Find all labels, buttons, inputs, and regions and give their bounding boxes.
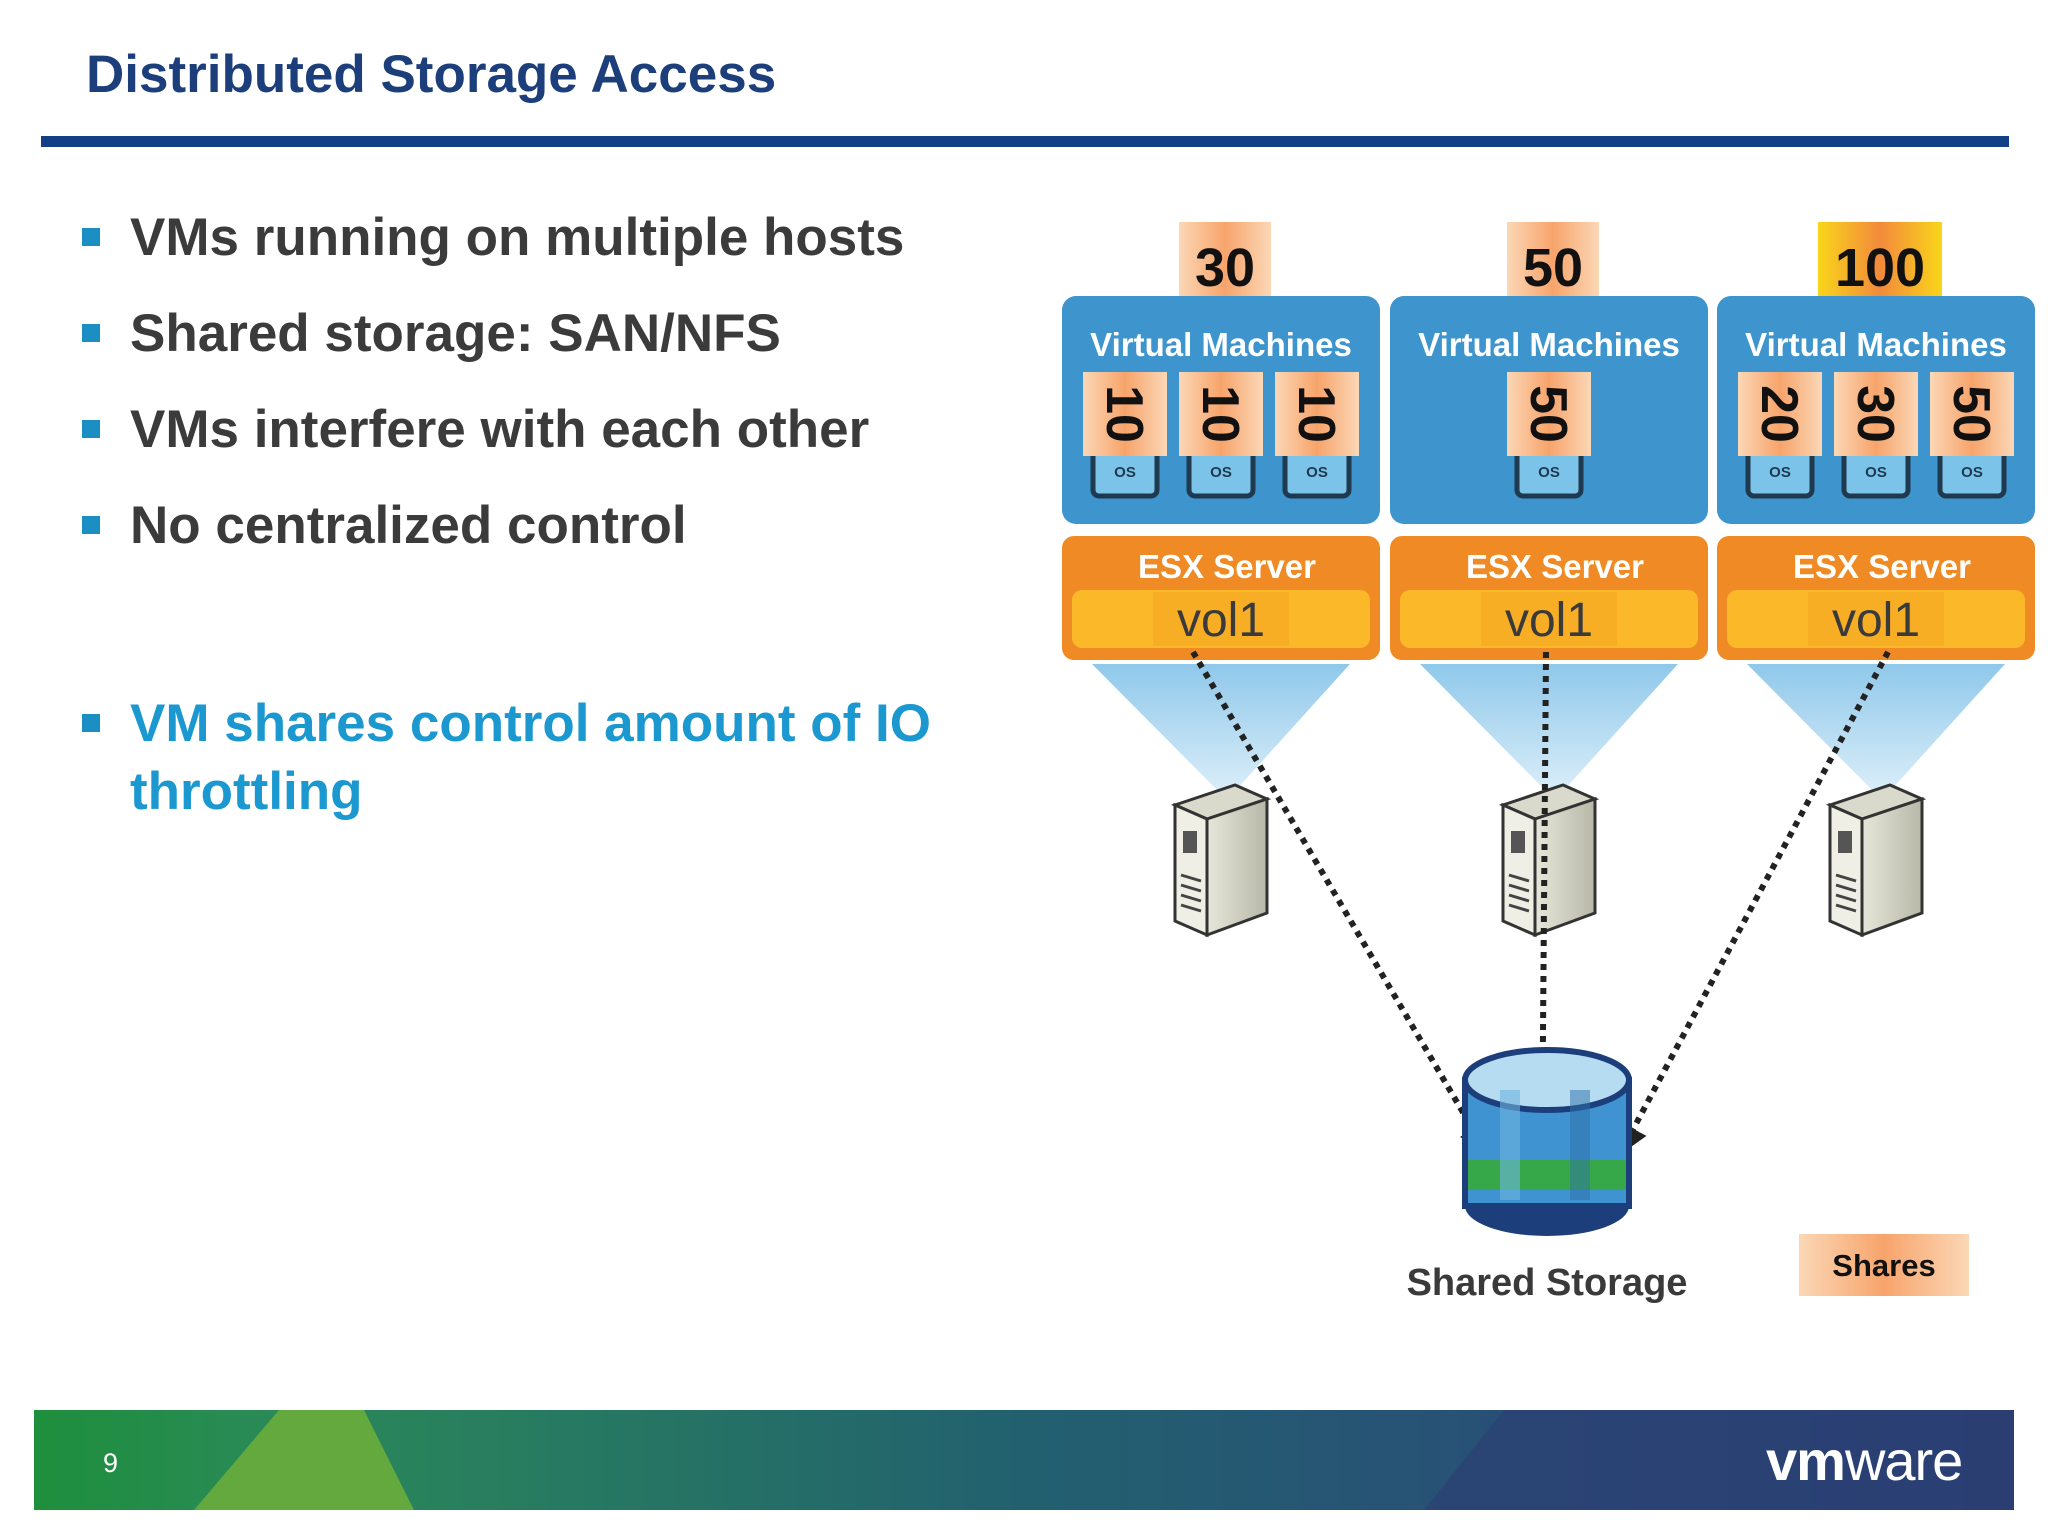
vm-panel-label: Virtual Machines xyxy=(1745,326,2007,363)
volume-label: vol1 xyxy=(1177,594,1265,647)
vm-item: OS 50 xyxy=(1507,372,1591,499)
os-label: OS xyxy=(1865,464,1887,481)
host-share-value: 30 xyxy=(1195,238,1255,298)
os-label: OS xyxy=(1210,464,1232,481)
server-tower-icon xyxy=(1498,783,1600,938)
footer-band xyxy=(34,1410,2014,1510)
vm-share-value: 50 xyxy=(1942,385,2000,443)
vm-share-value: 10 xyxy=(1095,385,1153,443)
bullet-marker-icon xyxy=(82,420,100,438)
vmware-logo: vmware xyxy=(1766,1428,1963,1493)
esx-server-label: ESX Server xyxy=(1138,548,1316,585)
host-share-tag: 30 xyxy=(1179,222,1271,306)
projection-beam xyxy=(1420,664,1678,800)
os-icon: OS xyxy=(1841,445,1911,499)
projection-beam xyxy=(1747,664,2005,800)
vm-item: OS 10 xyxy=(1083,372,1167,499)
server-tower-icon xyxy=(1825,783,1927,938)
slide-title: Distributed Storage Access xyxy=(86,45,777,104)
os-label: OS xyxy=(1769,464,1791,481)
volume-label: vol1 xyxy=(1832,594,1920,647)
server-tower-icon xyxy=(1170,783,1272,938)
projection-beam xyxy=(1092,664,1350,800)
bullet-marker-icon xyxy=(82,516,100,534)
vm-item: OS 50 xyxy=(1930,372,2014,499)
os-label: OS xyxy=(1961,464,1983,481)
vm-item: OS 10 xyxy=(1275,372,1359,499)
os-label: OS xyxy=(1114,464,1136,481)
vm-item: OS 10 xyxy=(1179,372,1263,499)
page-number: 9 xyxy=(103,1448,119,1478)
shares-legend: Shares xyxy=(1799,1234,1969,1296)
title-rule xyxy=(41,136,2009,147)
vm-item: OS 30 xyxy=(1834,372,1918,499)
esx-server-label: ESX Server xyxy=(1793,548,1971,585)
bullet-text: No centralized control xyxy=(130,496,687,555)
io-path-arrow xyxy=(1619,650,1891,1156)
os-label: OS xyxy=(1306,464,1328,481)
esx-server-label: ESX Server xyxy=(1466,548,1644,585)
vm-item: OS 20 xyxy=(1738,372,1822,499)
logo-rest-part: ware xyxy=(1844,1429,1963,1492)
bullet-text: VM shares control amount of IO throttlin… xyxy=(130,694,931,821)
vm-panel-label: Virtual Machines xyxy=(1418,326,1680,363)
bullet-text: VMs interfere with each other xyxy=(130,400,870,459)
vm-share-value: 50 xyxy=(1519,385,1577,443)
host-share-value: 50 xyxy=(1523,238,1583,298)
host-share-value: 100 xyxy=(1835,238,1925,298)
volume-label: vol1 xyxy=(1505,594,1593,647)
host-share-tag: 100 xyxy=(1818,222,1942,306)
os-icon: OS xyxy=(1514,445,1584,499)
bullet-marker-icon xyxy=(82,228,100,246)
vm-share-value: 10 xyxy=(1191,385,1249,443)
vm-share-value: 10 xyxy=(1287,385,1345,443)
vm-panel-label: Virtual Machines xyxy=(1090,326,1352,363)
bullet-marker-icon xyxy=(82,324,100,342)
logo-bold-part: vm xyxy=(1766,1429,1846,1492)
vm-share-value: 30 xyxy=(1846,385,1904,443)
bullet-marker-icon xyxy=(82,714,100,732)
legend-label: Shares xyxy=(1832,1248,1935,1283)
bullet-text: VMs running on multiple hosts xyxy=(130,208,905,267)
os-label: OS xyxy=(1538,464,1560,481)
storage-label: Shared Storage xyxy=(1407,1262,1688,1304)
bullet-text: Shared storage: SAN/NFS xyxy=(130,304,781,363)
io-path-arrow xyxy=(1190,650,1489,1156)
shared-storage: Shared Storage xyxy=(1407,1047,1688,1304)
vm-share-value: 20 xyxy=(1750,385,1808,443)
host-share-tag: 50 xyxy=(1507,222,1599,306)
